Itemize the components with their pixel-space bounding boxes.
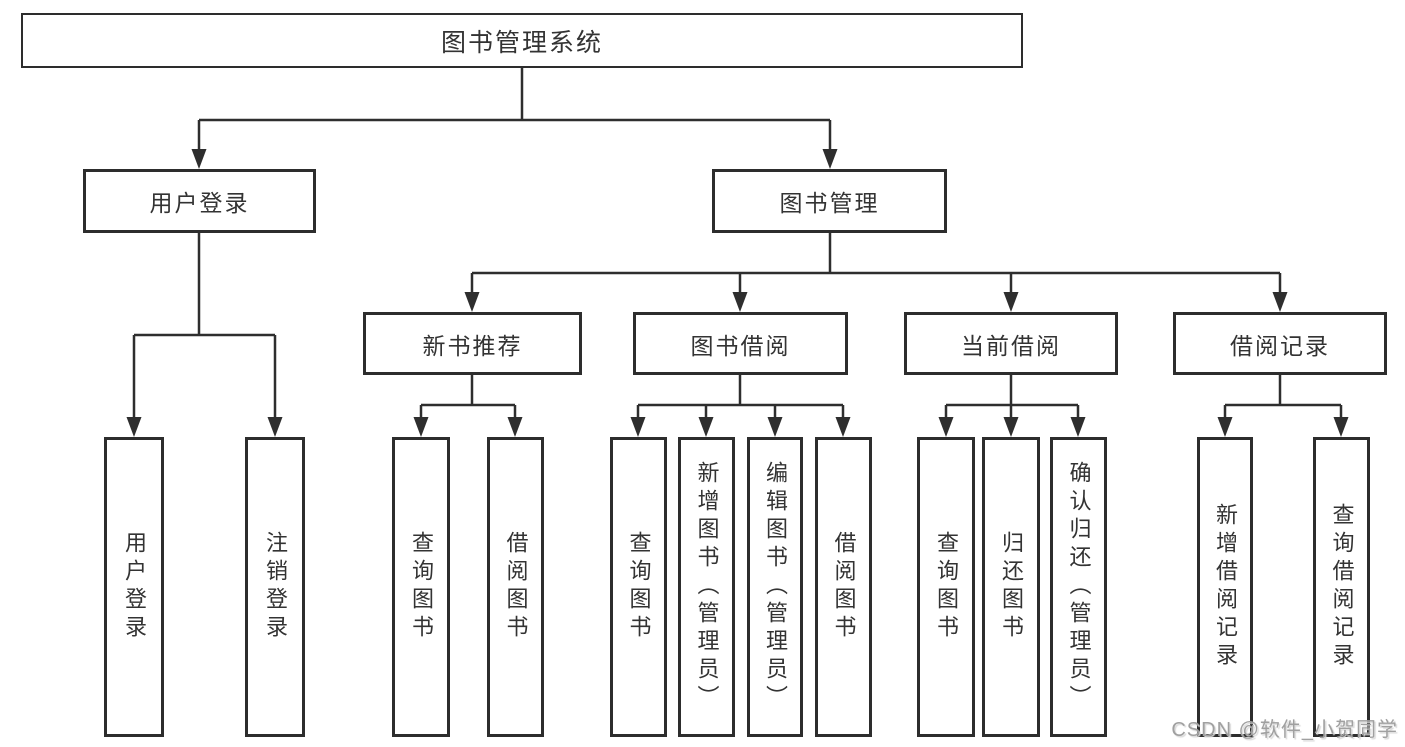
leaf-borrow-book-recommend: 借阅图书 <box>487 437 544 737</box>
leaf-add-book-admin: 新增图书（管理员） <box>678 437 735 737</box>
node-book-management: 图书管理 <box>712 169 947 233</box>
leaf-logout: 注销登录 <box>245 437 305 737</box>
leaf-query-book-recommend: 查询图书 <box>392 437 450 737</box>
leaf-borrow-book: 借阅图书 <box>815 437 872 737</box>
node-library-system: 图书管理系统 <box>21 13 1023 68</box>
node-current-borrow: 当前借阅 <box>904 312 1118 375</box>
leaf-confirm-return-admin: 确认归还（管理员） <box>1050 437 1107 737</box>
node-book-borrow: 图书借阅 <box>633 312 848 375</box>
leaf-return-book: 归还图书 <box>982 437 1040 737</box>
leaf-query-book-borrow: 查询图书 <box>610 437 667 737</box>
leaf-user-login: 用户登录 <box>104 437 164 737</box>
node-new-book-recommend: 新书推荐 <box>363 312 582 375</box>
leaf-edit-book-admin: 编辑图书（管理员） <box>747 437 803 737</box>
node-borrow-records: 借阅记录 <box>1173 312 1387 375</box>
leaf-query-book-current: 查询图书 <box>917 437 975 737</box>
leaf-add-borrow-record: 新增借阅记录 <box>1197 437 1253 737</box>
node-user-login: 用户登录 <box>83 169 316 233</box>
leaf-query-borrow-record: 查询借阅记录 <box>1313 437 1370 737</box>
watermark: CSDN @软件_小贺同学 <box>1171 719 1398 741</box>
